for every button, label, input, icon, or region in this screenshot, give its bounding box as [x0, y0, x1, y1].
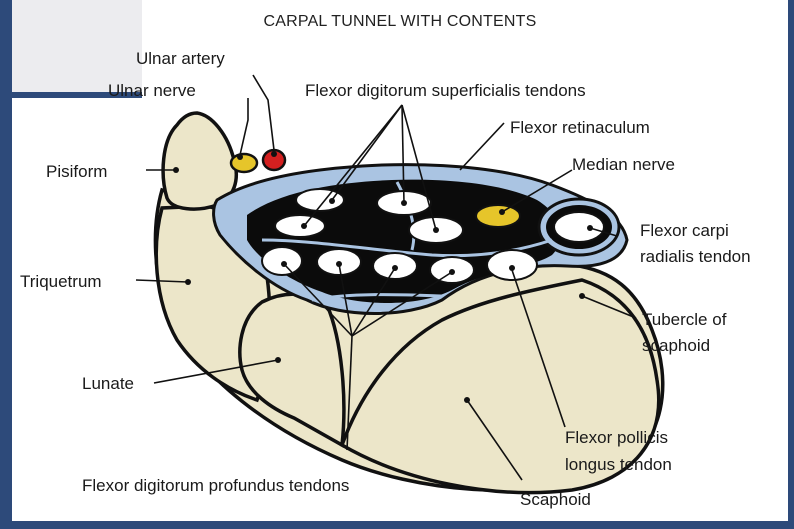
label-flexor-retinaculum: Flexor retinaculum	[510, 118, 650, 137]
ulnar-nerve	[231, 154, 257, 172]
leader-dot	[275, 357, 281, 363]
leader-dot	[301, 223, 307, 229]
leader-dot	[433, 227, 439, 233]
leader-dot	[329, 198, 335, 204]
label-fpl-line1: Flexor pollicis	[565, 428, 668, 447]
label-fcr-line2: radialis tendon	[640, 247, 751, 266]
label-fds-tendons: Flexor digitorum superficialis tendons	[305, 81, 586, 100]
fcr-tendon	[554, 212, 604, 242]
label-fcr-line1: Flexor carpi	[640, 221, 729, 240]
label-ulnar-nerve: Ulnar nerve	[108, 81, 196, 100]
leader-dot	[449, 269, 455, 275]
leader-dot	[281, 261, 287, 267]
label-median-nerve: Median nerve	[572, 155, 675, 174]
leader-dot	[579, 293, 585, 299]
label-tubercle-line1: Tubercle of	[642, 310, 727, 329]
label-fdp-tendons: Flexor digitorum profundus tendons	[82, 476, 349, 495]
carpal-tunnel-diagram: CARPAL TUNNEL WITH CONTENTS	[12, 0, 788, 521]
leader-dot	[271, 151, 277, 157]
label-pisiform: Pisiform	[46, 162, 107, 181]
leader-dot	[392, 265, 398, 271]
label-scaphoid: Scaphoid	[520, 490, 591, 509]
leader-dot	[173, 167, 179, 173]
diagram-canvas: CARPAL TUNNEL WITH CONTENTS	[12, 0, 788, 521]
diagram-title: CARPAL TUNNEL WITH CONTENTS	[264, 13, 537, 30]
leader-dot	[587, 225, 593, 231]
label-fpl-line2: longus tendon	[565, 455, 672, 474]
fds-tendon	[275, 215, 325, 237]
leader-dot	[499, 209, 505, 215]
leader-dot	[464, 397, 470, 403]
leader-dot	[237, 154, 243, 160]
leader-dot	[336, 261, 342, 267]
leader-dot	[401, 200, 407, 206]
label-tubercle-line2: scaphoid	[642, 336, 710, 355]
leader-dot	[185, 279, 191, 285]
leader-dot	[509, 265, 515, 271]
label-ulnar-artery: Ulnar artery	[136, 49, 225, 68]
label-triquetrum: Triquetrum	[20, 272, 102, 291]
label-lunate: Lunate	[82, 374, 134, 393]
fdp-tendon	[262, 247, 302, 275]
median-nerve	[476, 205, 520, 227]
